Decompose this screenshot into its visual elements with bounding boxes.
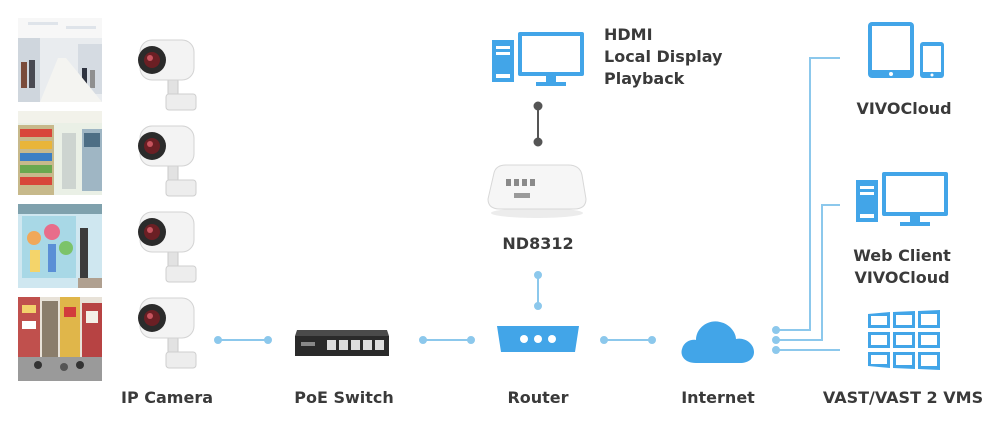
- web-client-label: Web Client VIVOCloud: [853, 245, 951, 289]
- nvr-label: ND8312: [502, 234, 574, 253]
- internet-label: Internet: [681, 388, 755, 407]
- bullet-camera-icon: [138, 297, 197, 369]
- desktop-monitor-icon: [492, 32, 584, 86]
- tablet-phone-icon: [868, 22, 944, 78]
- bullet-camera-icon: [138, 39, 197, 111]
- hdmi-label-line: Local Display: [604, 47, 723, 66]
- hdmi-label: HDMI Local Display Playback: [604, 24, 722, 90]
- desktop-monitor-icon: [856, 172, 948, 226]
- nvr-box-icon: [487, 164, 587, 218]
- link-internet-vivocloud: [776, 57, 840, 331]
- scene-store-thumbnail: [18, 111, 102, 195]
- hdmi-label-line: HDMI: [604, 25, 653, 44]
- link-internet-webclient: [776, 204, 840, 341]
- poe-switch-label: PoE Switch: [294, 388, 394, 407]
- web-client-label-line: Web Client: [853, 246, 951, 265]
- vivocloud-label: VIVOCloud: [856, 99, 952, 118]
- web-client-label-line: VIVOCloud: [854, 268, 950, 287]
- bullet-camera-icon: [138, 125, 197, 197]
- router-label: Router: [507, 388, 569, 407]
- scene-street-thumbnail: [18, 297, 102, 381]
- scene-shopfront-thumbnail: [18, 204, 102, 288]
- ip-camera-label: IP Camera: [121, 388, 213, 407]
- hdmi-label-line: Playback: [604, 69, 685, 88]
- poe-switch-icon: [295, 330, 389, 356]
- video-wall-icon: [868, 310, 940, 370]
- router-icon: [497, 326, 579, 352]
- scene-mall-thumbnail: [18, 18, 102, 102]
- cloud-icon: [681, 321, 754, 363]
- bullet-camera-icon: [138, 211, 197, 283]
- vms-label: VAST/VAST 2 VMS: [822, 388, 984, 407]
